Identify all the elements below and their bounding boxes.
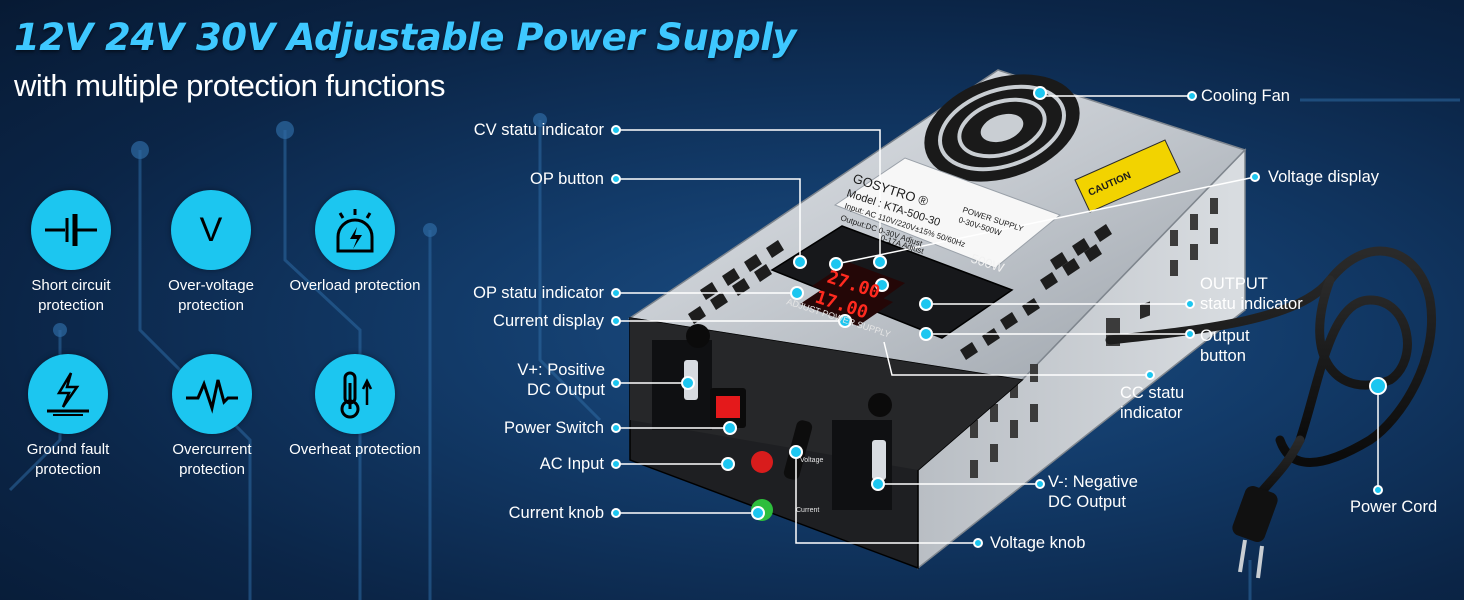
- callout-current-display: Current display: [493, 312, 604, 330]
- feature-label: Overload protection: [289, 277, 421, 294]
- feature-label: Ground fault protection: [26, 441, 110, 478]
- voltage-icon: V: [199, 210, 223, 249]
- v-plus-line-1: V+: Positive: [517, 361, 605, 379]
- overheat-icon: [340, 371, 373, 419]
- callout-ac-input: AC Input: [539, 455, 604, 473]
- output-button-line-1: Output: [1200, 327, 1250, 345]
- callout-op-button: OP button: [529, 170, 604, 188]
- output-indicator-line-2: statu indicator: [1200, 295, 1303, 313]
- page-title: 12V 24V 30V Adjustable Power Supply: [14, 16, 797, 59]
- v-minus-line-1: V-: Negative: [1048, 473, 1138, 491]
- output-button-line-2: button: [1200, 347, 1246, 365]
- v-minus-line-2: DC Output: [1048, 493, 1126, 511]
- callout-lines: [616, 93, 1379, 544]
- callout-op-indicator: OP statu indicator: [473, 284, 604, 302]
- feature-overcurrent: Overcurrent protection: [142, 354, 282, 480]
- callout-output-indicator: OUTPUT statu indicator: [1200, 274, 1303, 314]
- cc-indicator-line-2: indicator: [1120, 404, 1183, 422]
- callout-v-plus: V+: Positive DC Output: [517, 360, 605, 400]
- callout-v-minus: V-: Negative DC Output: [1048, 472, 1138, 512]
- callout-dots: [611, 86, 1387, 548]
- cooling-fan: [924, 74, 1080, 182]
- v-plus-line-2: DC Output: [527, 381, 605, 399]
- knob-current-label: Current: [796, 507, 819, 514]
- callout-voltage-knob: Voltage knob: [990, 534, 1086, 552]
- overload-icon: [336, 209, 374, 253]
- feature-label: Overheat protection: [289, 441, 421, 458]
- feature-overheat: Overheat protection: [285, 354, 425, 460]
- power-supply-unit: [628, 69, 1436, 579]
- callout-cc-indicator: CC statu indicator: [1120, 383, 1184, 423]
- callout-power-cord: Power Cord: [1350, 498, 1438, 516]
- callout-power-switch: Power Switch: [504, 419, 604, 437]
- knob-voltage-label: Voltage: [800, 457, 823, 464]
- output-indicator-line-1: OUTPUT: [1200, 275, 1268, 293]
- callout-output-button: Output button: [1200, 326, 1250, 366]
- callout-current-knob: Current knob: [508, 504, 604, 522]
- feature-overload: Overload protection: [285, 190, 425, 296]
- short-circuit-icon: [45, 214, 97, 246]
- ground-fault-icon: [47, 372, 89, 416]
- page-subtitle: with multiple protection functions: [14, 68, 446, 103]
- feature-label: Over-voltage protection: [168, 277, 254, 314]
- callout-cv-indicator: CV statu indicator: [473, 121, 604, 139]
- feature-label: Short circuit protection: [31, 277, 111, 314]
- feature-ground-fault: Ground fault protection: [0, 354, 138, 480]
- feature-over-voltage: V Over-voltage protection: [141, 190, 281, 316]
- feature-label: Overcurrent protection: [172, 441, 252, 478]
- feature-short-circuit: Short circuit protection: [1, 190, 141, 316]
- callout-voltage-display: Voltage display: [1268, 168, 1379, 186]
- overcurrent-icon: [186, 379, 238, 414]
- callout-cooling-fan: Cooling Fan: [1201, 87, 1290, 105]
- cc-indicator-line-1: CC statu: [1120, 384, 1185, 402]
